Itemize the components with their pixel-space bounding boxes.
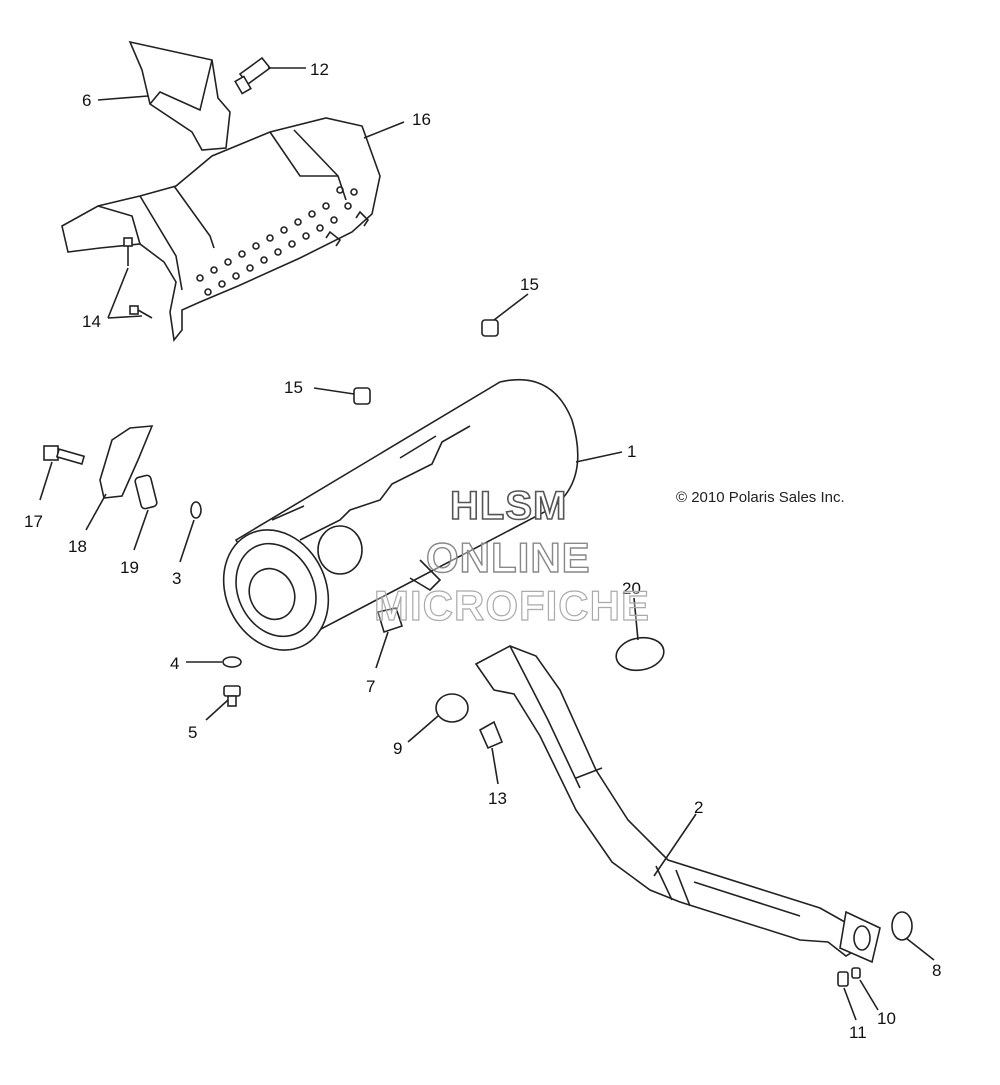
part-14-screws — [123, 237, 153, 319]
part-16-heat-shield — [61, 117, 381, 342]
part-3-ring — [190, 501, 202, 519]
part-18-bracket — [99, 425, 154, 499]
leader-6 — [97, 95, 149, 101]
leader-19 — [133, 509, 149, 551]
callout-15-lower: 15 — [284, 378, 303, 397]
callout-6: 6 — [82, 91, 92, 110]
part-10-spring — [851, 967, 861, 979]
leader-14b — [107, 315, 143, 319]
leader-5 — [205, 699, 229, 721]
part-1-muffler — [222, 378, 579, 651]
callout-13: 13 — [488, 789, 507, 808]
watermark-line-2: ONLINE — [425, 533, 591, 581]
callout-15-upper: 15 — [520, 275, 539, 294]
callout-12: 12 — [310, 60, 329, 79]
leader-16 — [363, 121, 405, 139]
watermark-line-1: HLSM — [449, 483, 568, 529]
callout-10: 10 — [877, 1009, 896, 1028]
part-19-spacer — [134, 474, 158, 510]
part-15-grommet-upper — [481, 319, 499, 337]
leader-7 — [375, 631, 389, 669]
leader-14a — [107, 267, 129, 319]
callout-17: 17 — [24, 512, 43, 531]
callout-5: 5 — [188, 723, 198, 742]
leader-17 — [39, 461, 53, 501]
part-2-head-pipe — [474, 645, 881, 964]
part-17-bolt — [43, 445, 86, 466]
part-8-gasket — [891, 911, 913, 941]
callout-16: 16 — [412, 110, 431, 129]
leader-10 — [859, 979, 879, 1011]
part-15-grommet-lower — [353, 387, 371, 405]
leader-15b — [313, 387, 355, 395]
copyright-notice: © 2010 Polaris Sales Inc. — [676, 489, 845, 506]
leader-11 — [843, 987, 857, 1021]
leader-9 — [407, 715, 439, 743]
part-4-washer — [222, 656, 242, 668]
callout-7: 7 — [366, 677, 376, 696]
watermark-line-3: MICROFICHE — [373, 581, 650, 629]
callout-14: 14 — [82, 312, 101, 331]
callout-11: 11 — [849, 1023, 867, 1042]
part-5-bolt — [223, 685, 241, 707]
leader-1 — [575, 451, 623, 463]
part-9-gasket — [435, 693, 469, 723]
callout-3: 3 — [172, 569, 182, 588]
part-20-clamp — [615, 636, 665, 672]
leader-13 — [491, 747, 499, 785]
leader-3 — [179, 519, 195, 563]
part-6-deflector — [128, 40, 231, 151]
part-7-spring — [376, 607, 404, 634]
callout-9: 9 — [393, 739, 403, 758]
leader-2 — [653, 813, 697, 877]
leader-8 — [905, 937, 935, 961]
leader-18 — [85, 493, 107, 531]
callout-18: 18 — [68, 537, 87, 556]
leader-20 — [633, 597, 639, 641]
part-12-rivet — [234, 56, 272, 95]
callout-20: 20 — [622, 579, 641, 598]
part-11-spring — [837, 971, 849, 987]
leader-15a — [493, 293, 529, 321]
callout-8: 8 — [932, 961, 942, 980]
callout-2: 2 — [694, 798, 704, 817]
callout-4: 4 — [170, 654, 180, 673]
part-13-spring — [478, 720, 504, 750]
callout-1: 1 — [627, 442, 637, 461]
callout-19: 19 — [120, 558, 139, 577]
